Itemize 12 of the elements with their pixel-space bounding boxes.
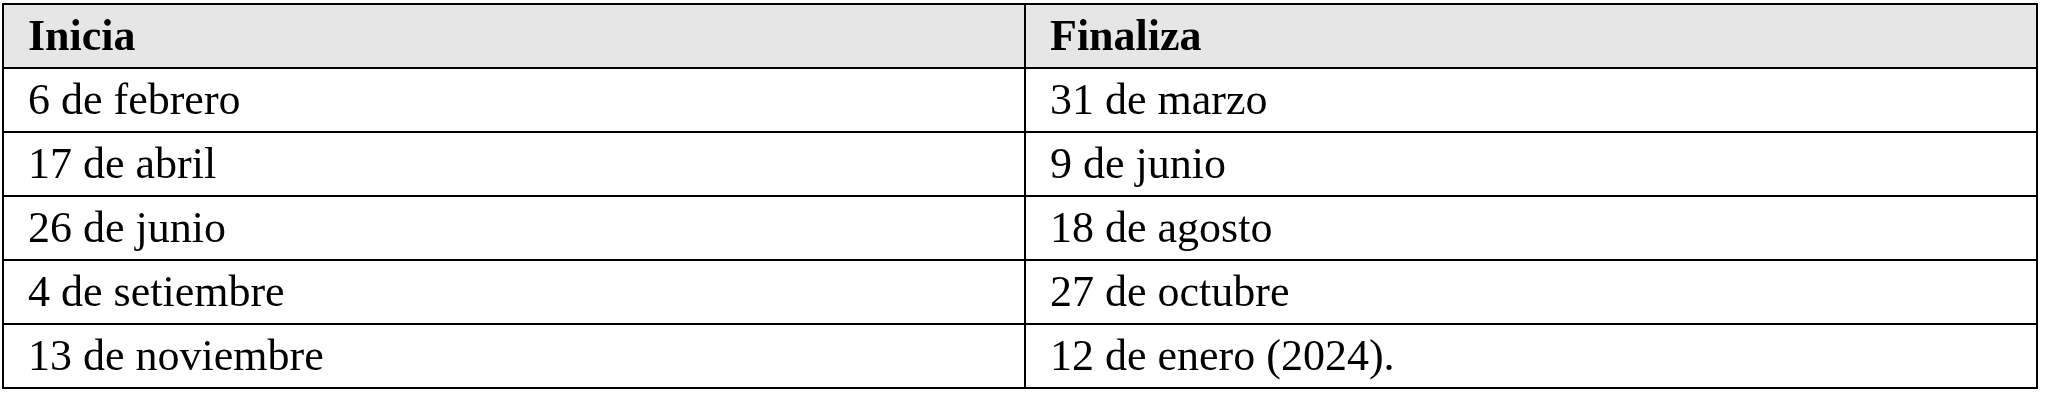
date-cell: 31 de marzo — [1025, 68, 2037, 132]
date-cell: 18 de agosto — [1025, 196, 2037, 260]
date-cell: 13 de noviembre — [3, 324, 1025, 388]
column-header: Inicia — [3, 4, 1025, 68]
date-cell: 26 de junio — [3, 196, 1025, 260]
date-cell: 27 de octubre — [1025, 260, 2037, 324]
date-cell: 9 de junio — [1025, 132, 2037, 196]
date-cell: 4 de setiembre — [3, 260, 1025, 324]
date-cell: 6 de febrero — [3, 68, 1025, 132]
date-cell: 17 de abril — [3, 132, 1025, 196]
column-header: Finaliza — [1025, 4, 2037, 68]
date-cell: 12 de enero (2024). — [1025, 324, 2037, 388]
